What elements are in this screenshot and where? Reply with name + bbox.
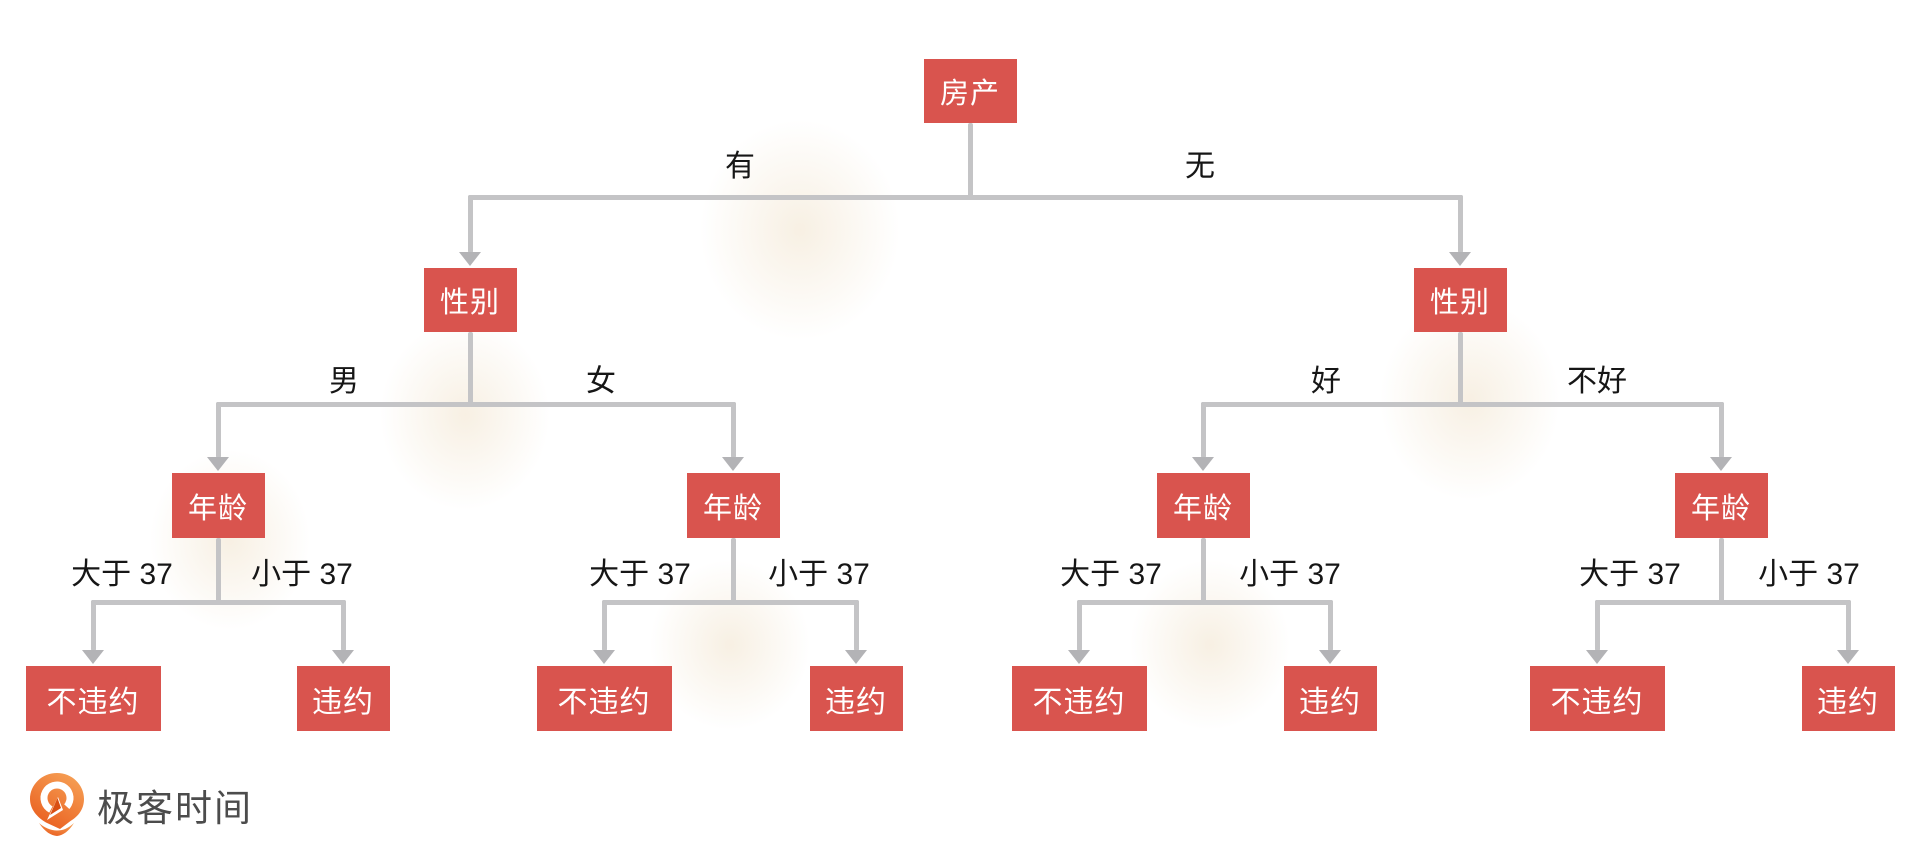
edge-label-gt37-3: 大于 37 xyxy=(1060,558,1162,591)
connector xyxy=(1594,600,1851,605)
connector xyxy=(1200,538,1206,605)
arrowhead-icon xyxy=(593,650,615,664)
edge-label-good: 好 xyxy=(1311,365,1341,398)
connector xyxy=(1718,538,1724,605)
leaf-node-no-default-4: 不违约 xyxy=(1529,666,1665,731)
connector xyxy=(215,402,221,458)
arrowhead-icon xyxy=(207,457,229,471)
connector xyxy=(853,600,859,651)
edge-label-lt37-3: 小于 37 xyxy=(1239,558,1341,591)
leaf-node-no-default-3: 不违约 xyxy=(1011,666,1147,731)
leaf-node-no-default-2: 不违约 xyxy=(536,666,672,731)
connector xyxy=(467,195,1463,200)
leaf-node-default-2: 违约 xyxy=(809,666,903,731)
geektime-logo: 极客时间 xyxy=(30,773,253,837)
arrowhead-icon xyxy=(82,650,104,664)
edge-label-no-property: 无 xyxy=(1185,150,1215,183)
connector xyxy=(467,195,473,253)
connector xyxy=(215,402,736,407)
geektime-logo-text: 极客时间 xyxy=(97,788,253,829)
background-glow xyxy=(380,320,550,510)
arrowhead-icon xyxy=(845,650,867,664)
leaf-node-default-3: 违约 xyxy=(1283,666,1377,731)
arrowhead-icon xyxy=(459,252,481,266)
age-node-2: 年龄 xyxy=(686,473,780,538)
connector xyxy=(730,538,736,605)
arrowhead-icon xyxy=(1068,650,1090,664)
connector xyxy=(967,123,973,200)
age-node-1: 年龄 xyxy=(171,473,265,538)
connector xyxy=(215,538,221,605)
arrowhead-icon xyxy=(1319,650,1341,664)
edge-label-lt37-1: 小于 37 xyxy=(251,558,353,591)
connector xyxy=(340,600,346,651)
leaf-node-no-default-1: 不违约 xyxy=(25,666,161,731)
connector xyxy=(601,600,859,605)
age-node-3: 年龄 xyxy=(1156,473,1250,538)
leaf-node-default-4: 违约 xyxy=(1801,666,1895,731)
edge-label-lt37-4: 小于 37 xyxy=(1758,558,1860,591)
connector xyxy=(90,600,346,605)
arrowhead-icon xyxy=(1837,650,1859,664)
arrowhead-icon xyxy=(1586,650,1608,664)
geektime-logo-icon xyxy=(30,773,84,836)
edge-label-lt37-2: 小于 37 xyxy=(768,558,870,591)
edge-label-gt37-1: 大于 37 xyxy=(71,558,173,591)
connector xyxy=(730,402,736,458)
root-node-property: 房产 xyxy=(923,59,1017,123)
edge-label-gt37-4: 大于 37 xyxy=(1579,558,1681,591)
edge-label-female: 女 xyxy=(586,365,616,398)
connector xyxy=(1200,402,1206,458)
arrowhead-icon xyxy=(722,457,744,471)
arrowhead-icon xyxy=(1710,457,1732,471)
connector xyxy=(1076,600,1333,605)
age-node-4: 年龄 xyxy=(1674,473,1768,538)
connector xyxy=(467,332,473,407)
connector xyxy=(1457,332,1463,407)
connector xyxy=(601,600,607,651)
arrowhead-icon xyxy=(1192,457,1214,471)
arrowhead-icon xyxy=(332,650,354,664)
leaf-node-default-1: 违约 xyxy=(296,666,390,731)
arrowhead-icon xyxy=(1449,252,1471,266)
connector xyxy=(1594,600,1600,651)
edge-label-not-good: 不好 xyxy=(1567,365,1627,398)
connector xyxy=(1845,600,1851,651)
connector xyxy=(1718,402,1724,458)
edge-label-male: 男 xyxy=(329,365,359,398)
connector xyxy=(1327,600,1333,651)
connector xyxy=(1457,195,1463,253)
edge-label-gt37-2: 大于 37 xyxy=(589,558,691,591)
connector xyxy=(90,600,96,651)
edge-label-has-property: 有 xyxy=(725,150,755,183)
gender-node-right: 性别 xyxy=(1413,268,1507,332)
connector xyxy=(1200,402,1724,407)
gender-node-left: 性别 xyxy=(423,268,517,332)
connector xyxy=(1076,600,1082,651)
